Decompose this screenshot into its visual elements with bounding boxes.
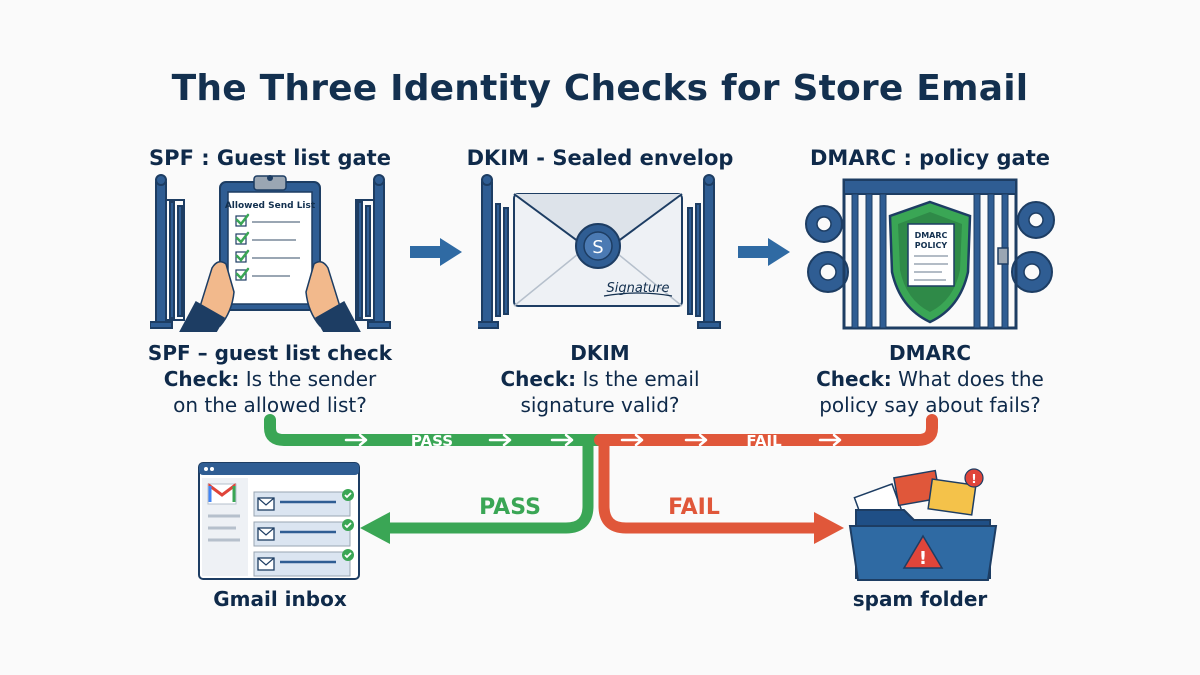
dmarc-description: DMARC Check: What does the policy say ab…: [770, 340, 1090, 418]
pass-pipe-label: PASS: [411, 432, 453, 450]
pass-branch-label: PASS: [479, 495, 541, 520]
spf-check-text-2: on the allowed list?: [173, 393, 367, 417]
spf-heading: SPF : Guest list gate: [149, 146, 391, 170]
fail-branch-line: [598, 442, 818, 534]
fail-chevron: [684, 433, 708, 447]
dkim-description: DKIM Check: Is the email signature valid…: [440, 340, 760, 418]
spam-folder-label: spam folder: [852, 587, 988, 611]
dkim-check-text-2: signature valid?: [520, 393, 680, 417]
signature-text: Signature: [606, 281, 669, 296]
pass-chevron: [550, 433, 574, 447]
shield-gate-icon: DMARC POLICY: [805, 178, 1055, 330]
spf-name: SPF – guest list check: [147, 341, 393, 365]
doc-title-line1: DMARC: [915, 231, 948, 240]
svg-text:!: !: [971, 472, 976, 486]
spf-check-text-1: Is the sender: [239, 367, 377, 391]
dkim-check-label: Check:: [500, 367, 577, 391]
pass-chevron: [344, 433, 368, 447]
clipboard-gate-icon: Allowed Send List: [150, 174, 391, 332]
dkim-heading: DKIM - Sealed envelop: [466, 146, 734, 170]
clipboard-title: Allowed Send List: [225, 201, 316, 211]
dmarc-check-label: Check:: [816, 367, 892, 391]
spf-description: SPF – guest list check Check: Is the sen…: [110, 340, 430, 418]
seal-letter: S: [592, 237, 603, 258]
fail-flow-line: [594, 414, 938, 446]
pass-chevron: [488, 433, 512, 447]
page-title: The Three Identity Checks for Store Emai…: [171, 68, 1029, 109]
flow-diagram: PASS FAIL PASS FAIL: [264, 414, 938, 544]
doc-title-line2: POLICY: [915, 241, 948, 250]
pass-flow-line: [264, 414, 606, 446]
arrow-right-icon: [738, 238, 790, 266]
pass-branch-line: [384, 442, 594, 534]
sealed-envelope-icon: S Signature: [478, 174, 721, 329]
dmarc-heading: DMARC : policy gate: [810, 146, 1050, 170]
fail-branch-arrowhead: [814, 512, 844, 544]
svg-text:!: !: [919, 548, 927, 569]
fail-chevron: [620, 433, 644, 447]
dmarc-check-text-2: policy say about fails?: [819, 393, 1041, 417]
pass-branch-arrowhead: [360, 512, 390, 544]
spf-check-label: Check:: [163, 367, 240, 391]
gmail-inbox-label: Gmail inbox: [213, 587, 347, 611]
fail-branch-label: FAIL: [668, 495, 720, 520]
dmarc-check-text-1: What does the: [891, 367, 1044, 391]
dkim-check-text-1: Is the email: [576, 367, 700, 391]
dmarc-name: DMARC: [888, 341, 972, 365]
fail-chevron: [818, 433, 842, 447]
gmail-inbox-icon: [198, 462, 360, 580]
dkim-name: DKIM: [570, 341, 630, 365]
arrow-right-icon: [410, 238, 462, 266]
spam-folder-icon: ! !: [848, 468, 998, 581]
fail-pipe-label: FAIL: [746, 432, 782, 450]
